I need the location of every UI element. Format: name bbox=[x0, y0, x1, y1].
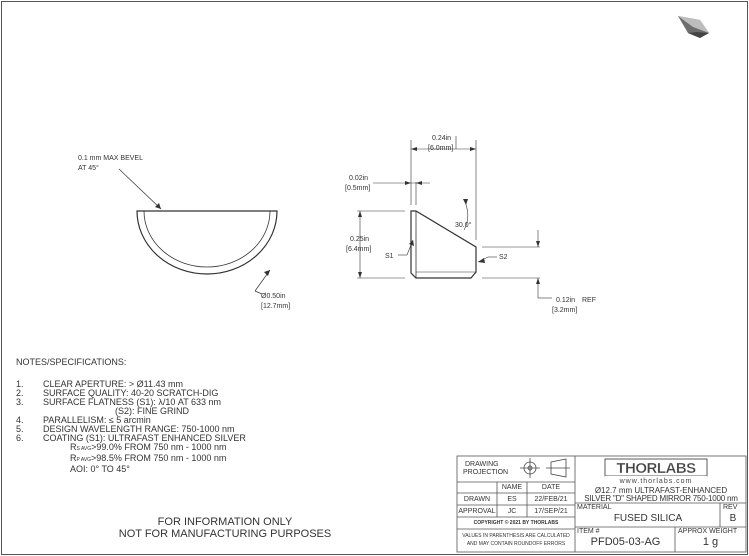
note-row: 4. PARALLELISM: ≤ 5 arcmin bbox=[16, 416, 246, 425]
title-block-grid bbox=[456, 455, 747, 553]
notes-specifications: NOTES/SPECIFICATIONS: 1. CLEAR APERTURE: … bbox=[16, 358, 246, 474]
note-text: DESIGN WAVELENGTH RANGE: 750-1000 nm bbox=[43, 424, 235, 434]
info-only-line: FOR INFORMATION ONLY bbox=[157, 516, 293, 528]
thorlabs-logo: THORLABS www.thorlabs.com bbox=[604, 458, 708, 485]
not-for-manufacturing-line: NOT FOR MANUFACTURING PURPOSES bbox=[118, 528, 332, 540]
width-mm: [6.0mm] bbox=[428, 145, 453, 152]
thickness-in: 0.02in bbox=[349, 175, 368, 182]
note-text: COATING (S1): ULTRAFAST ENHANCED SILVER bbox=[43, 433, 246, 443]
aoi-range: AOI: 0° TO 45° bbox=[70, 464, 130, 474]
drawn-name: ES bbox=[507, 496, 517, 503]
note-text: (S2): FINE GRIND bbox=[115, 406, 190, 416]
weight-label: APPROX WEIGHT bbox=[678, 528, 738, 535]
diameter-mm: [12.7mm] bbox=[261, 303, 290, 310]
approval-name: JC bbox=[507, 508, 517, 515]
rs-symbol: R bbox=[70, 442, 77, 452]
rev-label: REV bbox=[723, 504, 738, 511]
copyright-text: COPYRIGHT © 2021 BY THORLABS bbox=[473, 520, 559, 526]
surface-s2-label: S2 bbox=[499, 254, 508, 261]
height-in: 0.25in bbox=[350, 236, 369, 243]
material-value: FUSED SILICA bbox=[613, 513, 683, 524]
diameter-in: Ø0.50in bbox=[261, 293, 286, 300]
col-date-header: DATE bbox=[541, 484, 561, 491]
col-name-header: NAME bbox=[501, 484, 523, 491]
surface-s1-label: S1 bbox=[385, 253, 394, 260]
notes-title: NOTES/SPECIFICATIONS: bbox=[16, 357, 127, 367]
note-number: 6. bbox=[16, 433, 24, 443]
part-thumbnail-icon bbox=[678, 16, 709, 38]
ref-dim-mm: [3.2mm] bbox=[552, 307, 577, 314]
angle-label: 30.0° bbox=[455, 221, 472, 229]
note-number: 5. bbox=[16, 424, 24, 434]
rp-symbol: R bbox=[70, 453, 77, 463]
material-label: MATERIAL bbox=[577, 504, 612, 511]
drawn-label: DRAWN bbox=[463, 496, 491, 503]
drawn-date: 22/FEB/21 bbox=[534, 496, 568, 503]
website-text: www.thorlabs.com bbox=[619, 478, 693, 485]
note-row: 6. COATING (S1): ULTRAFAST ENHANCED SILVE… bbox=[16, 434, 246, 443]
rp-subscript: P AVG bbox=[76, 457, 92, 463]
side-view bbox=[357, 136, 552, 299]
note-number: 4. bbox=[16, 415, 24, 425]
width-in: 0.24in bbox=[432, 135, 451, 142]
weight-value: 1 g bbox=[702, 536, 719, 548]
approval-label: APPROVAL bbox=[458, 508, 496, 515]
bevel-label-1: 0.1 mm MAX BEVEL bbox=[78, 155, 143, 162]
note-row: (S2): FINE GRIND bbox=[16, 407, 246, 416]
note-number: 2. bbox=[16, 388, 24, 398]
note-row: 1. CLEAR APERTURE: > Ø11.43 mm bbox=[16, 380, 246, 389]
rp-value: >98.5% FROM 750 nm - 1000 nm bbox=[91, 453, 227, 463]
rev-value: B bbox=[729, 513, 737, 524]
reflectance-s: RS AVG>99.0% FROM 750 nm - 1000 nm bbox=[16, 443, 246, 454]
thickness-mm: [0.5mm] bbox=[345, 185, 370, 192]
item-label: ITEM # bbox=[577, 528, 600, 535]
note-text: SURFACE FLATNESS (S1): λ/10 AT 633 nm bbox=[43, 397, 222, 407]
ref-dim-in: 0.12in bbox=[556, 297, 575, 304]
dimension-labels: 0.1 mm MAX BEVEL AT 45° Ø0.50in [12.7mm]… bbox=[78, 135, 596, 314]
projection-label-1: DRAWING bbox=[465, 461, 499, 468]
disclaimer-line-2: AND MAY CONTAIN ROUNDOFF ERRORS bbox=[466, 541, 566, 547]
brand-text: THORLABS bbox=[616, 460, 696, 477]
disclaimer-line-1: VALUES IN PARENTHESIS ARE CALCULATED bbox=[462, 533, 570, 539]
third-angle-projection-icon bbox=[520, 458, 570, 478]
note-row: 2. SURFACE QUALITY: 40-20 SCRATCH-DIG bbox=[16, 389, 246, 398]
front-view bbox=[118, 168, 278, 295]
note-row: 5. DESIGN WAVELENGTH RANGE: 750-1000 nm bbox=[16, 425, 246, 434]
item-number: PFD05-03-AG bbox=[590, 536, 661, 548]
note-number: 1. bbox=[16, 379, 24, 389]
rs-subscript: S AVG bbox=[76, 446, 92, 452]
height-mm: [6.4mm] bbox=[346, 246, 371, 253]
rs-value: >99.0% FROM 750 nm - 1000 nm bbox=[91, 442, 227, 452]
approval-date: 17/SEP/21 bbox=[534, 508, 568, 515]
bevel-label-2: AT 45° bbox=[78, 164, 99, 172]
projection-label-2: PROJECTION bbox=[463, 469, 509, 476]
reflectance-p: RP AVG>98.5% FROM 750 nm - 1000 nm bbox=[16, 454, 246, 465]
note-text: PARALLELISM: ≤ 5 arcmin bbox=[43, 415, 151, 425]
note-text: CLEAR APERTURE: > Ø11.43 mm bbox=[43, 379, 183, 389]
ref-dim-ref: REF bbox=[582, 297, 596, 304]
note-number: 3. bbox=[16, 397, 24, 407]
note-row: 3. SURFACE FLATNESS (S1): λ/10 AT 633 nm bbox=[16, 398, 246, 407]
note-text: SURFACE QUALITY: 40-20 SCRATCH-DIG bbox=[43, 388, 219, 398]
description-line-2: SILVER "D" SHAPED MIRROR 750-1000 nm bbox=[584, 494, 738, 503]
description-line-1: Ø12.7 mm ULTRAFAST-ENHANCED bbox=[594, 486, 728, 495]
